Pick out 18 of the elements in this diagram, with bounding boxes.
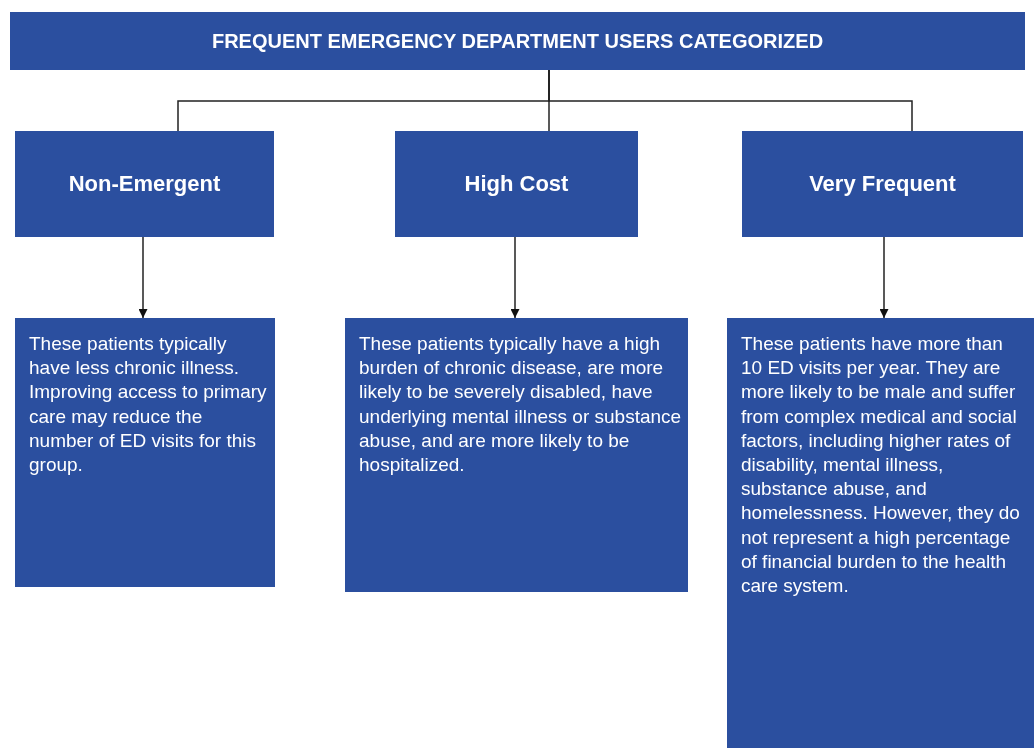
description-box: [15, 318, 275, 587]
title-text: FREQUENT EMERGENCY DEPARTMENT USERS CATEGORIZED: [211, 29, 824, 53]
connector-line: [548, 69, 913, 132]
category-box: [742, 131, 1023, 237]
description-text: These patients typically have a high burden of chronic disease, are more likely to be severely disabled, have underlying mental illness or substance abuse, and are more likely to be hospitalized.: [359, 332, 682, 477]
description-text: These patients have more than 10 ED visits per year. They are more likely to be male and suffer from complex medical and social factors, including higher rates of disability, mental illness, substance abuse, and homelessness. However, they do not represent a high percentage of financial burden to the health care system.: [741, 332, 1021, 599]
category-label: High Cost: [464, 171, 569, 197]
arrow: [510, 236, 520, 319]
category-box: [15, 131, 274, 237]
category-label: Non-Emergent: [68, 171, 221, 197]
category-box: [395, 131, 638, 237]
description-box: [345, 318, 688, 592]
category-label: Very Frequent: [809, 171, 956, 197]
description-box: [727, 318, 1034, 748]
description-text: These patients typically have less chronic illness. Improving access to primary care may reduce the number of ED visits for this group.: [29, 332, 268, 477]
arrow: [138, 236, 148, 319]
title-box: [10, 12, 1025, 70]
arrow: [879, 236, 889, 319]
